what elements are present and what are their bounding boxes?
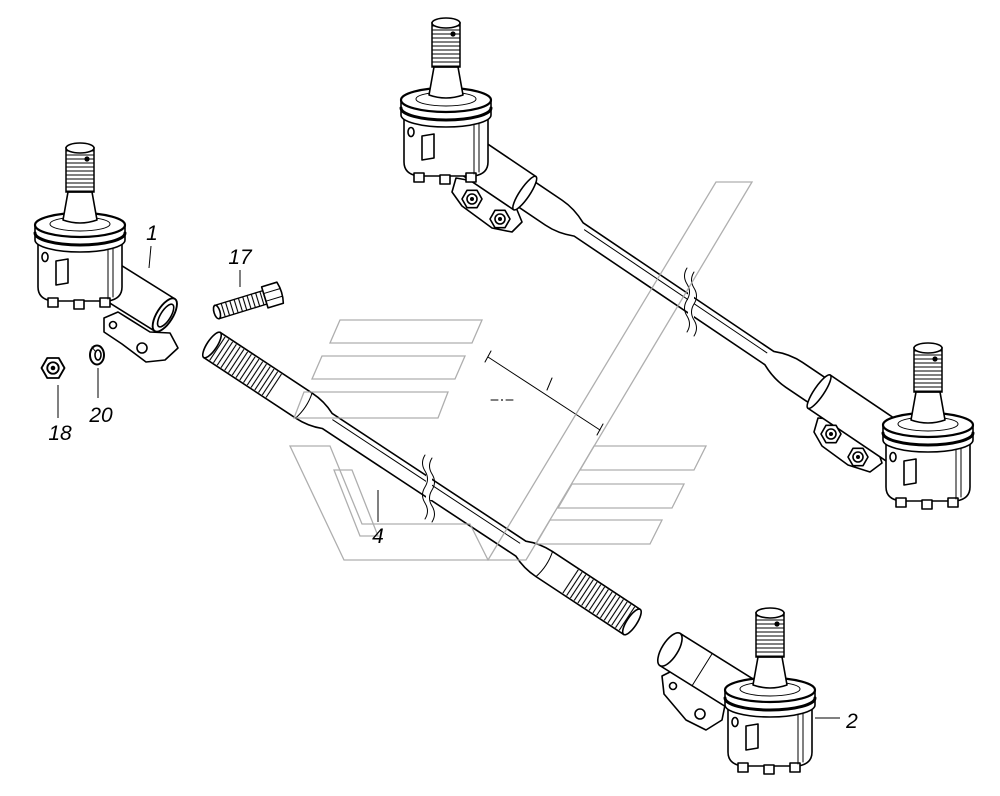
watermark-stripe <box>333 469 379 537</box>
arm-bore <box>156 303 175 328</box>
rod-break-mark <box>429 457 435 523</box>
watermark-bar <box>293 391 449 419</box>
clamp-hole <box>668 681 678 691</box>
callout-2: 2 <box>845 710 858 733</box>
watermark-bar <box>329 319 483 344</box>
clamp-hole <box>694 708 706 720</box>
upper-tie-rod <box>434 122 940 483</box>
clamp-hole <box>108 320 118 330</box>
callout-1: 1 <box>146 222 158 245</box>
rod-shoulder <box>295 392 313 419</box>
callout-17: 17 <box>228 246 253 269</box>
ball-joint-part-2 <box>723 606 817 776</box>
watermark-bar <box>578 445 708 471</box>
rod-break-gap <box>426 472 432 500</box>
clamp-ears <box>103 311 179 363</box>
dimension-line <box>487 356 601 431</box>
bolt-tip <box>212 304 222 320</box>
clamp-nut <box>489 209 511 229</box>
bolt-head-edge <box>263 288 281 295</box>
watermark-bar <box>556 483 686 509</box>
watermark-bar <box>311 355 466 380</box>
clamp-nut <box>847 447 869 467</box>
bolt-head <box>260 281 285 309</box>
bolt-part-17 <box>212 281 285 320</box>
center-dot <box>501 399 503 401</box>
tie-rod-end-part-1 <box>33 141 179 363</box>
rod-break-mark <box>684 267 690 333</box>
clamp-collar-right <box>806 374 832 410</box>
dimension-slash <box>546 377 553 391</box>
rod-body <box>515 179 829 405</box>
leader-line-1 <box>148 245 152 269</box>
rod-thread-right <box>561 568 638 632</box>
dimension-tick <box>484 350 492 363</box>
rod-highlight <box>583 229 768 354</box>
clamp-collar-left <box>512 175 538 211</box>
rod-shoulder <box>535 551 554 578</box>
watermark-chevron <box>288 445 490 561</box>
washer-part-20 <box>89 344 105 366</box>
watermark-diagonal <box>486 181 754 561</box>
upper-tie-rod-assembly <box>399 16 975 511</box>
callouts: 1 17 18 20 4 2 <box>48 222 858 733</box>
rod-thread-left <box>206 334 283 398</box>
rod-break-mark <box>422 454 428 520</box>
arm-end <box>656 632 683 667</box>
arm-seam <box>691 652 713 687</box>
bolt-head-edge <box>265 295 283 302</box>
callout-18: 18 <box>48 422 72 445</box>
rod-end-left <box>201 331 223 359</box>
washer-inner <box>94 349 102 361</box>
ball-joint-upper-left <box>399 16 493 186</box>
ball-joint-lower-right <box>881 341 975 511</box>
tie-rod-end-part-2 <box>656 606 817 776</box>
clamp-nut <box>820 424 842 444</box>
washer-split <box>91 346 96 352</box>
ball-joint-part-1 <box>33 141 127 311</box>
rod-end-right <box>621 608 642 636</box>
bolt-shank <box>214 289 268 320</box>
watermark-bar <box>534 519 664 545</box>
rod-break-gap <box>688 290 694 320</box>
dimension-tick <box>596 423 604 436</box>
dimension-annotation <box>484 350 604 436</box>
callout-4: 4 <box>372 525 384 548</box>
clamp-hole <box>136 342 148 354</box>
tie-rod-part-4 <box>201 331 642 636</box>
clamp-nut <box>461 189 483 209</box>
watermark-logo <box>288 181 754 561</box>
callout-20: 20 <box>88 404 113 427</box>
nut-part-18 <box>40 357 66 379</box>
